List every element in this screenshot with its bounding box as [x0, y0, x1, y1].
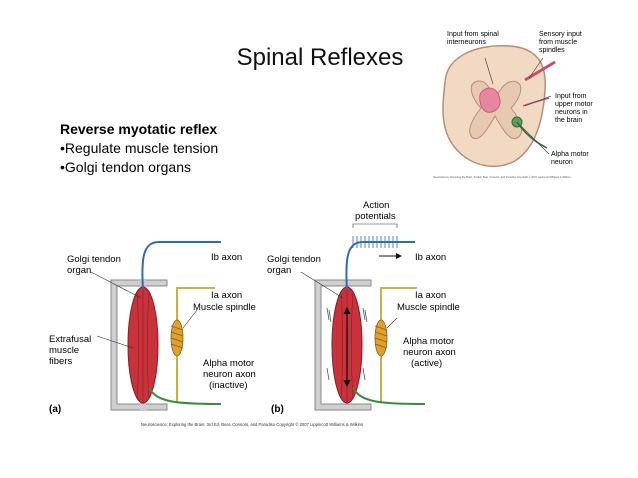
leader-line [182, 309, 198, 329]
label-upper: Input from [555, 93, 587, 100]
panel-b-tag: (b) [271, 404, 284, 415]
alpha-label-b: Alpha motor [403, 336, 454, 347]
spindle-coil [170, 325, 184, 349]
bullet-item: •Golgi tendon organs [60, 159, 191, 175]
spindle-label-a: Muscle spindle [193, 302, 256, 313]
muscle-striation [136, 288, 150, 403]
leader-line [90, 271, 142, 299]
alpha-motor-axon-b [352, 387, 426, 405]
alpha-axon-top [516, 121, 548, 149]
label-upper-4: the brain [555, 117, 582, 124]
ia-axon [176, 287, 215, 403]
golgi-label-a-2: organ [67, 265, 91, 276]
alpha-label-b-2: neuron axon [403, 347, 456, 358]
label-sensory: Sensory input [539, 31, 582, 38]
extrafusal-label-2: muscle [49, 345, 79, 356]
ib-axon-label-a: Ib axon [211, 252, 242, 263]
dorsal-root [524, 60, 556, 82]
golgi-label-a: Golgi tendon [67, 254, 121, 265]
action-label: Action [363, 200, 389, 211]
label-input-spinal-2: interneurons [447, 39, 486, 46]
bone-frame [110, 279, 168, 411]
label-input-spinal: Input from spinal [447, 31, 499, 38]
figure-credit: Neuroscience: Exploring the Brain, 3rd E… [433, 175, 571, 179]
label-alpha-2: neuron [551, 159, 573, 166]
spinal-cord-figure: Input from spinal interneurons Sensory i… [433, 31, 593, 179]
panel-a-tag: (a) [49, 404, 61, 415]
bullet-heading: Reverse myotatic reflex [60, 121, 218, 137]
leader-line [520, 125, 550, 155]
action-label-2: potentials [355, 211, 396, 222]
alpha-label-b-3: (active) [411, 358, 442, 369]
bullet-list: Reverse myotatic reflex •Regulate muscle… [60, 120, 218, 177]
slide-title: Spinal Reflexes [236, 44, 404, 71]
ia-axon-b [380, 287, 417, 403]
figure-credit-bottom: Neuroscience: Exploring the Brain, 3rd E… [141, 422, 363, 427]
label-upper-3: neurons in [555, 109, 588, 116]
spindle-coil-b [374, 325, 388, 349]
leader-line [386, 317, 398, 329]
panel-b: Action potentials Golgi tendon organ Ib … [267, 200, 460, 415]
leader-line [300, 271, 344, 299]
golgi-label-b: Golgi tendon [267, 254, 321, 265]
alpha-label-a: Alpha motor [203, 358, 254, 369]
leader-line [524, 95, 552, 107]
extrafusal-label-3: fibers [49, 356, 72, 367]
ib-axon-label-b: Ib axon [415, 252, 446, 263]
leader-line [96, 335, 134, 349]
vibration-marks [326, 307, 368, 381]
muscle-spindle-icon-b [374, 319, 388, 357]
leader-line [484, 57, 494, 85]
label-alpha: Alpha motor [551, 151, 589, 158]
ia-axon-label-a: Ia axon [211, 290, 242, 301]
label-upper-2: upper motor [555, 101, 593, 108]
bullet-item: •Regulate muscle tension [60, 140, 219, 156]
ia-axon-label-b: Ia axon [415, 290, 446, 301]
reflex-figure: Golgi tendon organ Ib axon Ia axon Muscl… [49, 200, 460, 427]
golgi-label-b-2: organ [267, 265, 291, 276]
muscle-spindle-icon [170, 319, 184, 357]
alpha-label-a-3: (inactive) [209, 380, 248, 391]
ib-axon [141, 241, 221, 291]
label-sensory-2: from muscle [539, 39, 577, 46]
ib-axon-b [345, 241, 415, 291]
action-potential-bracket [352, 223, 398, 228]
alpha-motor-axon [148, 387, 222, 405]
leader-line [528, 57, 544, 79]
extrafusal-label: Extrafusal [49, 334, 91, 345]
label-sensory-3: spindles [539, 47, 565, 54]
spindle-label-b: Muscle spindle [397, 302, 460, 313]
bone-frame-b [314, 279, 372, 411]
panel-a: Golgi tendon organ Ib axon Ia axon Muscl… [49, 241, 256, 415]
interneuron-pathway [479, 87, 501, 113]
alpha-label-a-2: neuron axon [203, 369, 256, 380]
